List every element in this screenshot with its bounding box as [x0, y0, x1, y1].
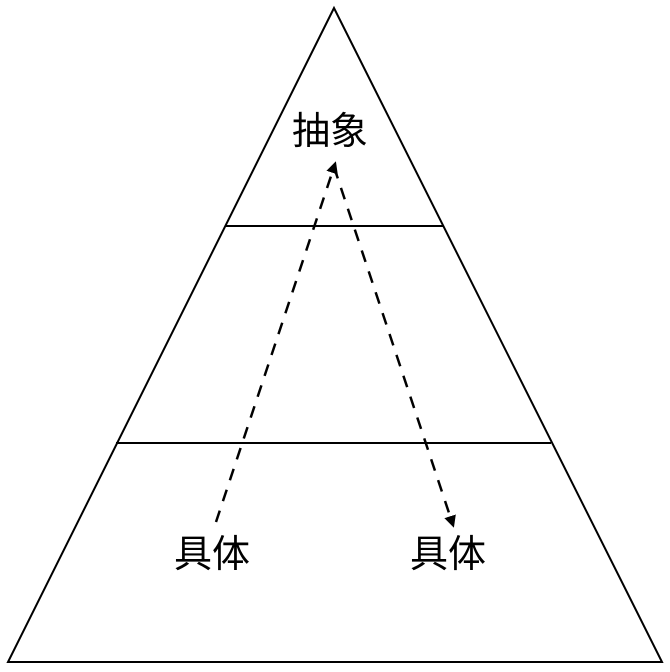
concrete-right-label: 具体 — [410, 532, 487, 576]
concrete-left-label: 具体 — [174, 532, 251, 576]
ascending-dashed-arrow — [214, 161, 338, 523]
abstract-label: 抽象 — [292, 109, 369, 153]
descending-dashed-arrow — [332, 166, 456, 528]
pyramid-outline — [6, 5, 664, 663]
